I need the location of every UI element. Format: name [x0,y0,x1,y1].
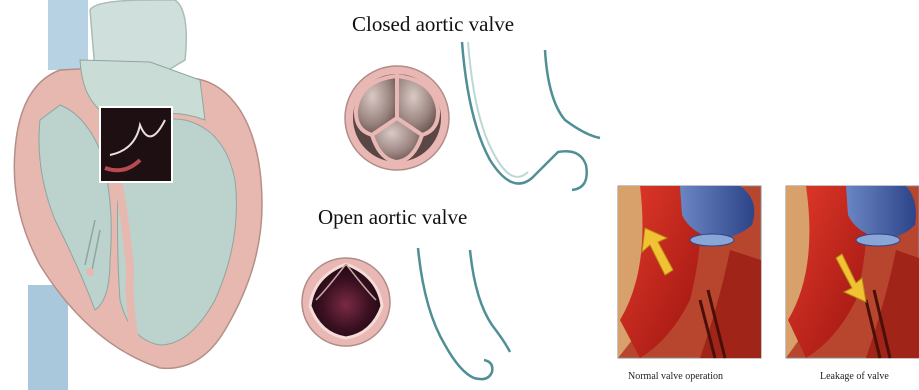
open-valve-group [302,248,510,379]
closed-valve-profile-inner [468,42,528,177]
leakage-caption: Leakage of valve [820,371,889,382]
papillary-dot [86,268,94,276]
open-valve-profile [418,248,510,379]
closed-valve-group [345,42,600,190]
closed-valve-label: Closed aortic valve [352,12,514,37]
normal-valve-ring [690,234,734,246]
heart-illustration [14,0,262,390]
superior-vessel [48,0,88,70]
normal-operation-image [618,186,761,358]
closed-valve-profile [462,42,600,190]
leakage-image [786,186,919,358]
normal-operation-caption: Normal valve operation [628,371,723,382]
vena-cava-vessel [28,285,68,390]
leakage-valve-ring [856,234,900,246]
open-valve-label: Open aortic valve [318,205,467,230]
